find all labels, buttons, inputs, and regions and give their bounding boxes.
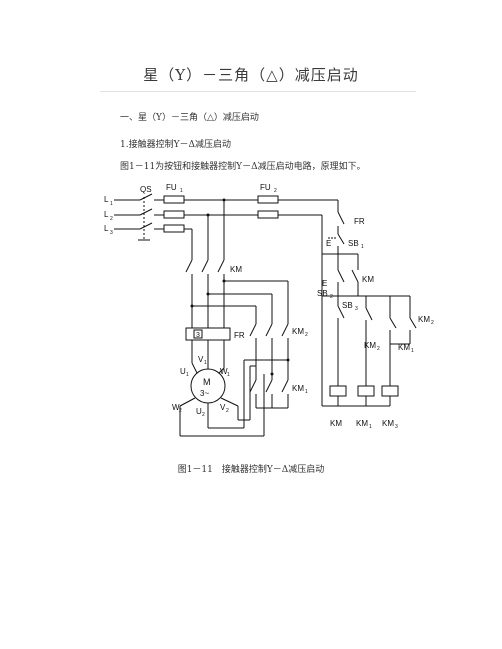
label-km-main: KM [230, 265, 242, 274]
label-km1b-sub: 1 [411, 348, 414, 354]
intro-paragraph: 图1－11为按钮和接触器控制Y－Δ减压启动电路，原理如下。 [120, 162, 366, 172]
supply-lines [114, 193, 338, 241]
label-fu2-sub: 2 [274, 188, 277, 194]
label-qs: QS [140, 185, 152, 194]
label-coil-km1: KM [356, 419, 368, 428]
label-km2-ctrl-sub: 2 [431, 320, 434, 326]
label-w2: W [172, 403, 180, 412]
label-fu1-sub: 1 [180, 188, 183, 194]
section-heading: 一、星（Y）－三角（△）减压启动 [120, 113, 259, 123]
control-circuit [321, 200, 417, 407]
label-w1-sub: 1 [227, 372, 230, 378]
page-title: 星（Y）－三角（△）减压启动 [143, 66, 359, 84]
label-l2-sub: 2 [110, 216, 113, 222]
label-fr-box: 3 [196, 332, 200, 339]
label-fr-ctrl: FR [354, 217, 365, 226]
label-u2: U [196, 407, 202, 416]
label-km2-ctrl: KM [418, 315, 430, 324]
label-v2-sub: 2 [226, 408, 229, 414]
label-km2: KM [292, 327, 304, 336]
label-km1-sub: 1 [305, 389, 308, 395]
label-coil-km3-sub: 3 [395, 424, 398, 430]
label-e2: E [322, 279, 327, 288]
label-km2-sub: 2 [305, 332, 308, 338]
label-sb1: SB [348, 239, 359, 248]
label-fu2: FU [260, 183, 271, 192]
label-u1-sub: 1 [186, 372, 189, 378]
label-sb3-sub: 3 [355, 306, 358, 312]
label-w1: W [220, 367, 228, 376]
label-km-hold: KM [362, 275, 374, 284]
label-sb2: SB [317, 289, 328, 298]
title-divider [100, 91, 416, 92]
label-l3-sub: 3 [110, 230, 113, 236]
subsection-heading: 1.接触器控制Y－Δ减压启动 [120, 140, 232, 150]
label-v2: V [220, 403, 226, 412]
label-v1: V [198, 355, 204, 364]
label-u2-sub: 2 [202, 412, 205, 418]
label-km1b: KM [398, 343, 410, 352]
label-motor-type: 3~ [200, 389, 209, 398]
label-l3: L [104, 224, 109, 233]
figure-caption: 图1－11 接触器控制Y－Δ减压启动 [177, 465, 325, 475]
label-km2b-sub: 2 [377, 346, 380, 352]
label-km2b: KM [364, 341, 376, 350]
label-km1: KM [292, 384, 304, 393]
label-l2: L [104, 210, 109, 219]
label-sb3: SB [342, 301, 353, 310]
label-u1: U [180, 367, 186, 376]
label-sb1-sub: 1 [361, 244, 364, 250]
label-motor-m: M [203, 377, 211, 387]
label-sb2-sub: 2 [330, 294, 333, 300]
label-coil-km1-sub: 1 [369, 424, 372, 430]
circuit-diagram: L 1 L 2 L 3 QS FU 1 FU 2 KM 3 FR KM 2 KM… [100, 178, 445, 443]
label-fu1: FU [166, 183, 177, 192]
diagram-labels: L 1 L 2 L 3 QS FU 1 FU 2 KM 3 FR KM 2 KM… [104, 183, 434, 430]
label-w2-sub: 2 [179, 408, 182, 414]
label-l1-sub: 1 [110, 201, 113, 207]
label-coil-km3: KM [382, 419, 394, 428]
circuit-diagram-svg: L 1 L 2 L 3 QS FU 1 FU 2 KM 3 FR KM 2 KM… [104, 183, 434, 437]
label-v1-sub: 1 [204, 360, 207, 366]
label-fr-main: FR [234, 331, 245, 340]
label-e1: E [326, 239, 331, 248]
label-l1: L [104, 195, 109, 204]
main-circuit [179, 198, 290, 437]
label-coil-km: KM [330, 419, 342, 428]
